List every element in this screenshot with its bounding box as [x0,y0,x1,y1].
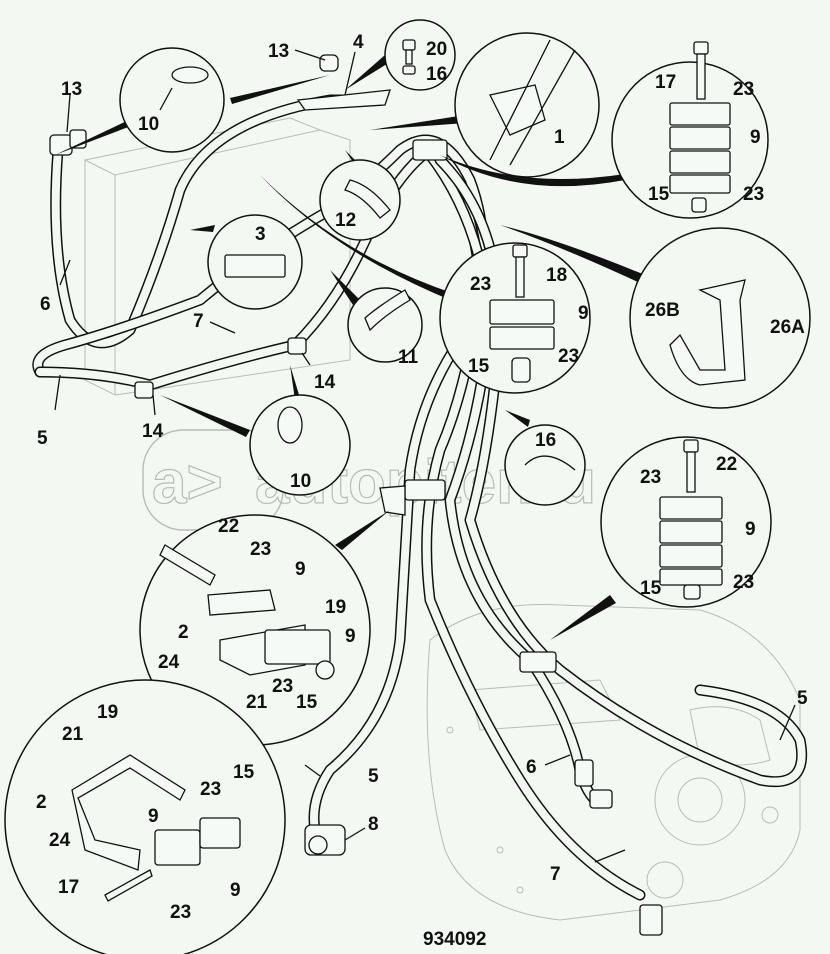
callout-15: 15 [640,578,662,599]
bubble-bracket-assembly-2b [4,679,286,954]
callout-13: 13 [268,41,289,62]
callout-5: 5 [368,766,379,787]
bubble-clip-3 [207,214,303,310]
callout-21: 21 [62,724,84,745]
callout-16: 16 [535,430,556,451]
callout-7: 7 [193,311,204,332]
bubble-clip-1 [454,32,600,178]
callout-11: 11 [398,347,419,368]
callout-24: 24 [49,830,71,851]
callout-12: 12 [335,210,356,231]
clamp-block-mid [379,479,446,516]
drawing-number: 934092 [423,929,486,950]
callout-20: 20 [426,39,447,60]
callout-23: 23 [743,184,764,205]
bubble-tie-16 [504,424,586,506]
watermark-logo: a> [152,448,223,517]
bubble-bolt-20 [384,19,456,91]
callout-26A: 26A [770,317,805,338]
clamp-block-upper [412,139,448,161]
bubble-bracket-26 [629,227,811,409]
bubble-clamp-stack-17 [611,41,769,219]
bubble-clamp-18 [439,242,591,394]
callout-7: 7 [550,864,561,885]
callout-10: 10 [138,114,159,135]
fitting-elbow-13 [49,129,87,156]
callout-5: 5 [797,688,808,709]
callout-10: 10 [290,471,311,492]
callout-21: 21 [246,692,268,713]
clamp-block-lower [519,651,557,673]
callout-6: 6 [40,294,51,315]
fitting-7-end [639,904,663,936]
callout-15: 15 [468,356,490,377]
callout-23: 23 [470,274,491,295]
callout-14: 14 [142,421,164,442]
callout-23: 23 [733,572,754,593]
callout-9: 9 [578,303,589,324]
ghost-transmission [426,603,801,921]
callout-2: 2 [36,792,47,813]
callout-22: 22 [218,516,239,537]
fitting-14b [287,337,307,355]
callout-labels: 13 13 10 4 20 16 1 17 23 9 15 23 12 3 6 … [36,32,808,923]
fitting-14a [134,381,154,399]
callout-19: 19 [325,597,346,618]
bubble-clamp-stack-22 [600,436,772,608]
callout-1: 1 [554,127,565,148]
fitting-6-end [574,759,613,809]
callout-3: 3 [255,224,266,245]
callout-23: 23 [640,467,661,488]
callout-23: 23 [272,676,293,697]
callout-18: 18 [546,265,567,286]
callout-23: 23 [733,79,754,100]
callout-15: 15 [296,692,318,713]
callout-9: 9 [295,559,306,580]
bracket-4 [296,54,391,111]
callout-9: 9 [230,880,241,901]
callout-15: 15 [233,762,255,783]
callout-2: 2 [178,622,189,643]
callout-4: 4 [353,32,364,53]
callout-13: 13 [61,79,82,100]
callout-24: 24 [158,652,180,673]
callout-23: 23 [558,346,579,367]
callout-26B: 26B [645,300,680,321]
callout-15: 15 [648,184,670,205]
callout-6: 6 [526,757,537,778]
callout-leaders [54,49,796,863]
callout-8: 8 [368,814,379,835]
callout-23: 23 [170,902,191,923]
callout-16: 16 [426,64,447,85]
callout-23: 23 [200,779,221,800]
callout-23: 23 [250,539,271,560]
bubble-sleeve-12 [319,159,401,241]
bubble-clamp-10b [249,394,351,496]
callout-9: 9 [745,519,756,540]
callout-17: 17 [58,877,79,898]
callout-22: 22 [716,454,737,475]
callout-9: 9 [750,127,761,148]
bubble-sleeve-11 [347,287,423,363]
callout-17: 17 [655,72,676,93]
callout-19: 19 [97,702,118,723]
callout-9: 9 [148,806,159,827]
bubble-clamp-10 [119,47,225,153]
callout-9: 9 [345,626,356,647]
callout-14: 14 [314,372,336,393]
fitting-8 [304,824,346,856]
callout-5: 5 [37,428,48,449]
